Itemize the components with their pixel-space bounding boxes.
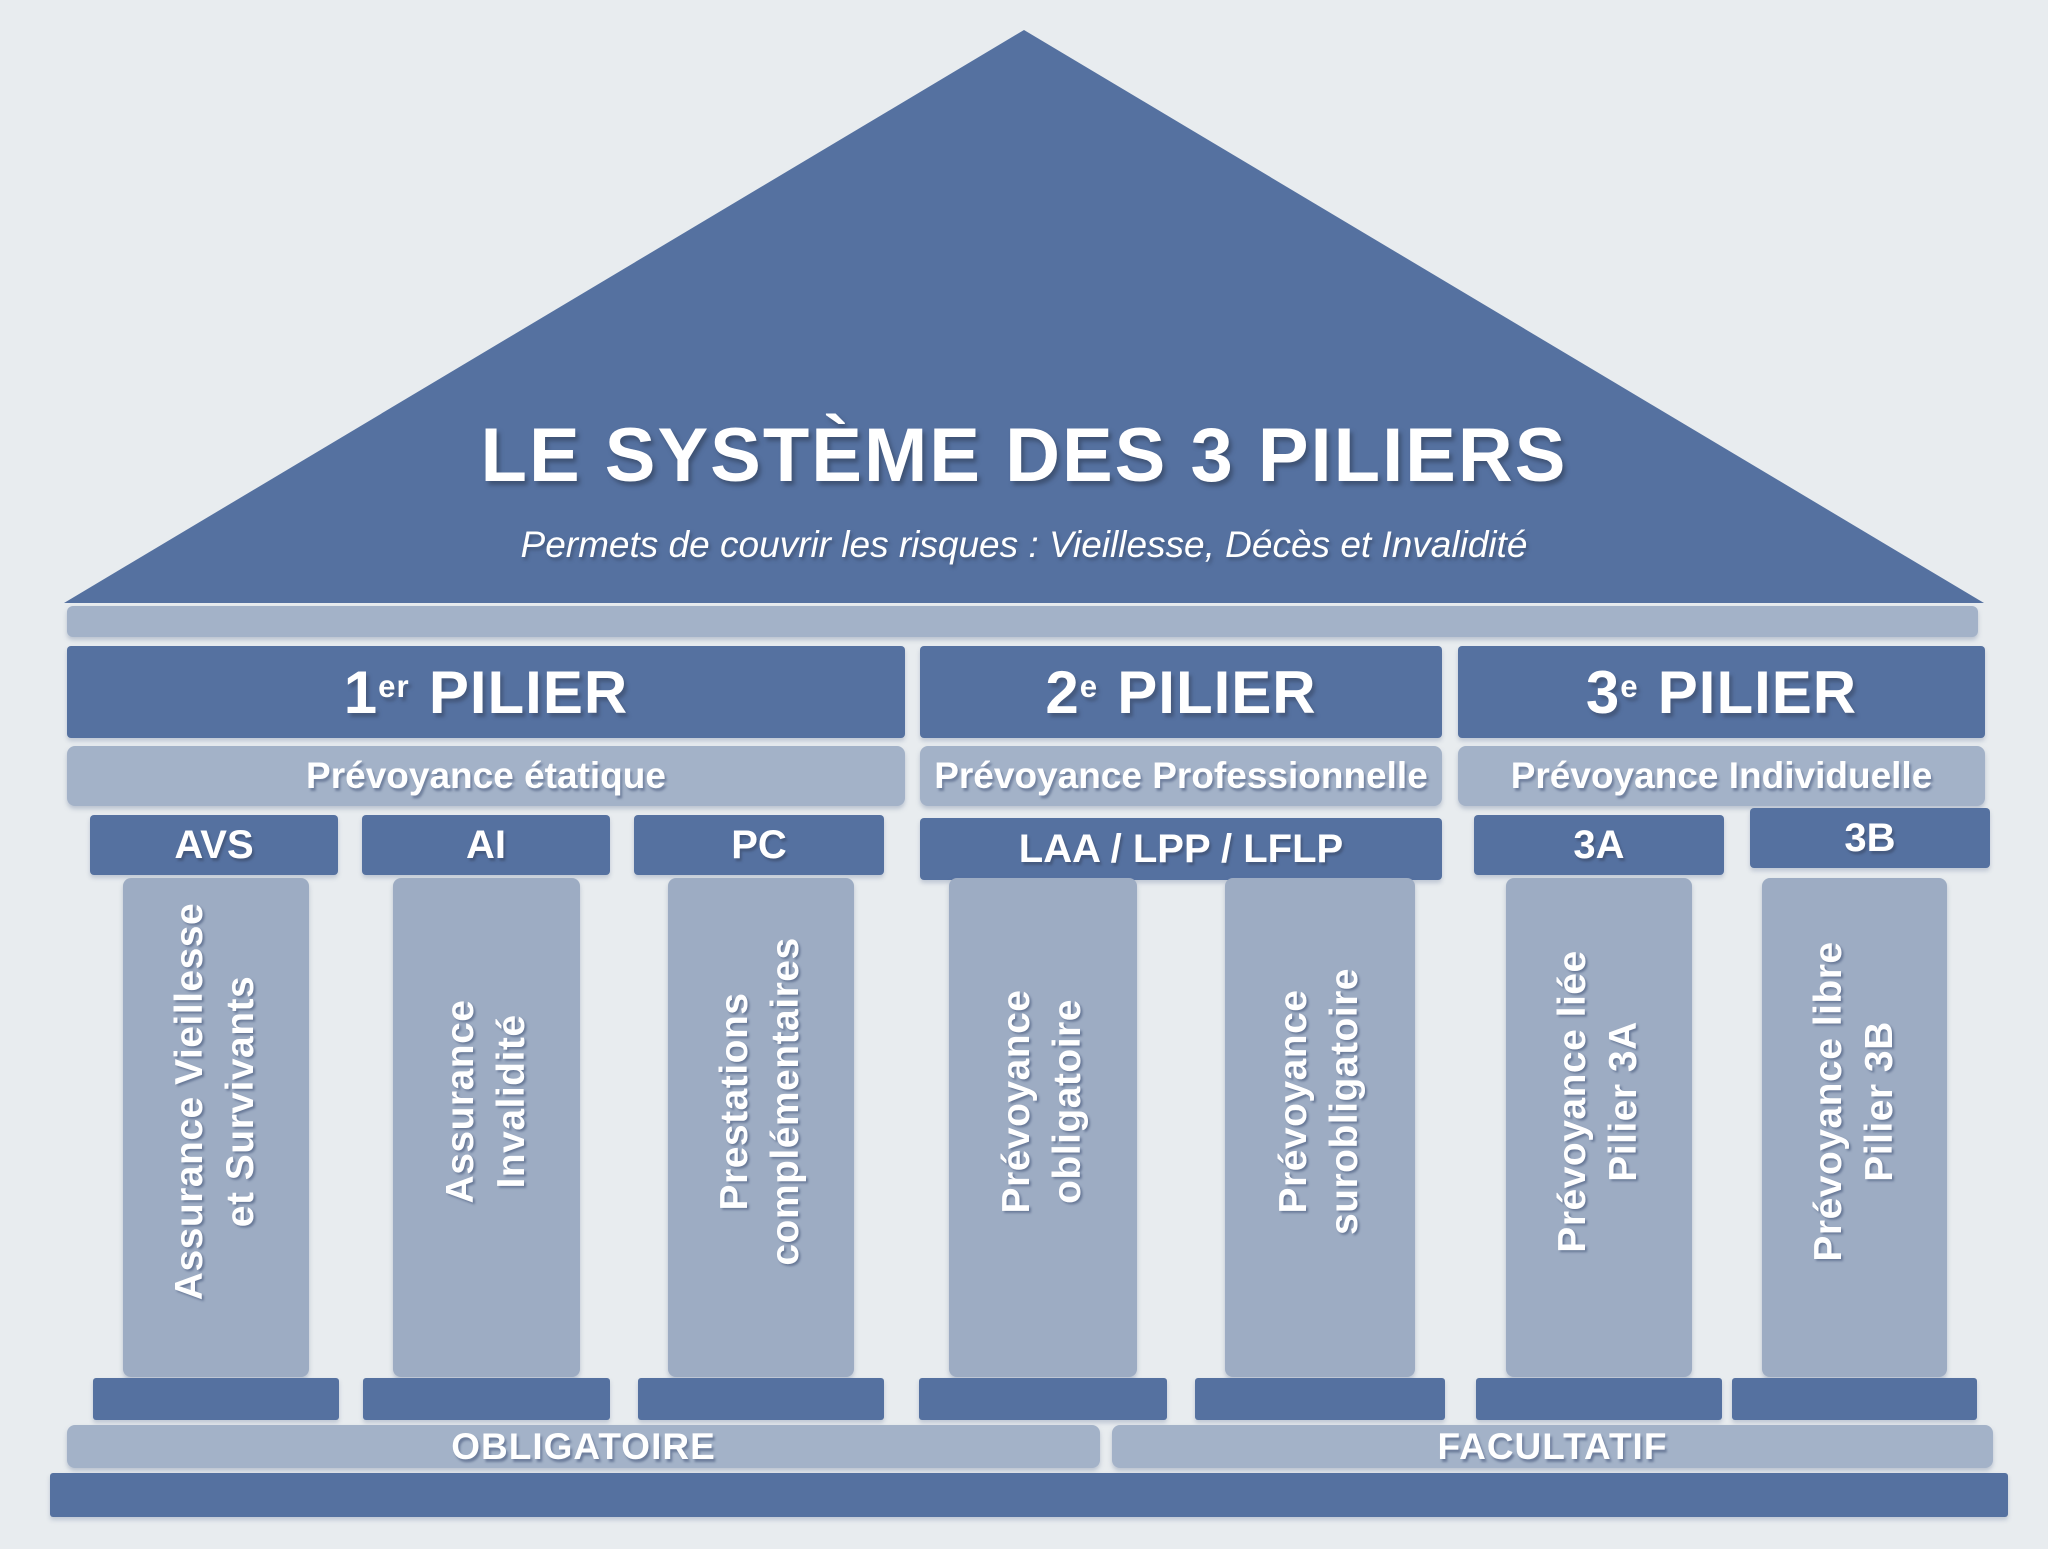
column-prevoyance-obligatoire-label: Prévoyance obligatoire xyxy=(995,989,1089,1214)
pillar-3-subheader: Prévoyance Individuelle xyxy=(1458,746,1985,806)
column-pc: Prestations complémentaires xyxy=(668,878,854,1377)
column-base-avs xyxy=(93,1378,339,1420)
capital-3a: 3A xyxy=(1474,815,1724,875)
column-pilier-3b: Prévoyance libre Pilier 3B xyxy=(1762,878,1947,1377)
pillar-2-name: PILIER xyxy=(1117,658,1317,726)
facultatif-bar: FACULTATIF xyxy=(1112,1425,1993,1468)
column-base-ai xyxy=(363,1378,610,1420)
column-pilier-3a: Prévoyance liée Pilier 3A xyxy=(1506,878,1692,1377)
column-ai-label: Assurance Invalidité xyxy=(438,999,533,1204)
column-pc-label: Prestations complémentaires xyxy=(713,937,807,1266)
pillar-3-number: 3 xyxy=(1585,658,1621,726)
column-prevoyance-surobligatoire: Prévoyance surobligatoire xyxy=(1225,878,1415,1377)
column-avs: Assurance Vieillesse et Survivants xyxy=(123,878,309,1377)
capital-pc: PC xyxy=(634,815,884,875)
capital-3b: 3B xyxy=(1750,808,1990,868)
pillar-1-number: 1 xyxy=(343,658,379,726)
column-base-pilier-3a xyxy=(1476,1378,1722,1420)
column-base-pc xyxy=(638,1378,884,1420)
column-base-pilier-3b xyxy=(1732,1378,1977,1420)
capital-ai: AI xyxy=(362,815,610,875)
column-prevoyance-obligatoire: Prévoyance obligatoire xyxy=(949,878,1137,1377)
architrave-bar xyxy=(67,606,1978,637)
column-prevoyance-surobligatoire-label: Prévoyance surobligatoire xyxy=(1272,967,1366,1236)
roof-pediment: LE SYSTÈME DES 3 PILIERS Permets de couv… xyxy=(64,30,1984,603)
pillar-3-name: PILIER xyxy=(1657,658,1858,726)
column-base-prevoyance-surobligatoire xyxy=(1195,1378,1445,1420)
diagram-subtitle: Permets de couvrir les risques : Vieille… xyxy=(520,524,1528,565)
column-ai: Assurance Invalidité xyxy=(393,878,580,1377)
obligatoire-bar: OBLIGATOIRE xyxy=(67,1425,1100,1468)
diagram-title: LE SYSTÈME DES 3 PILIERS xyxy=(480,413,1568,498)
pillar-1-subheader: Prévoyance étatique xyxy=(67,746,905,806)
column-pilier-3b-label: Prévoyance libre Pilier 3B xyxy=(1806,941,1901,1262)
pillar-2-number: 2 xyxy=(1045,658,1080,726)
capital-avs: AVS xyxy=(90,815,338,875)
column-avs-label: Assurance Vieillesse et Survivants xyxy=(168,902,262,1301)
column-pilier-3a-label: Prévoyance liée Pilier 3A xyxy=(1551,950,1645,1253)
pillar-2-subheader: Prévoyance Professionnelle xyxy=(920,746,1442,806)
foundation-bar xyxy=(50,1473,2008,1517)
pillar-1-name: PILIER xyxy=(428,658,629,726)
capital-laa-lpp-lflp: LAA / LPP / LFLP xyxy=(920,818,1442,880)
column-base-prevoyance-obligatoire xyxy=(919,1378,1167,1420)
